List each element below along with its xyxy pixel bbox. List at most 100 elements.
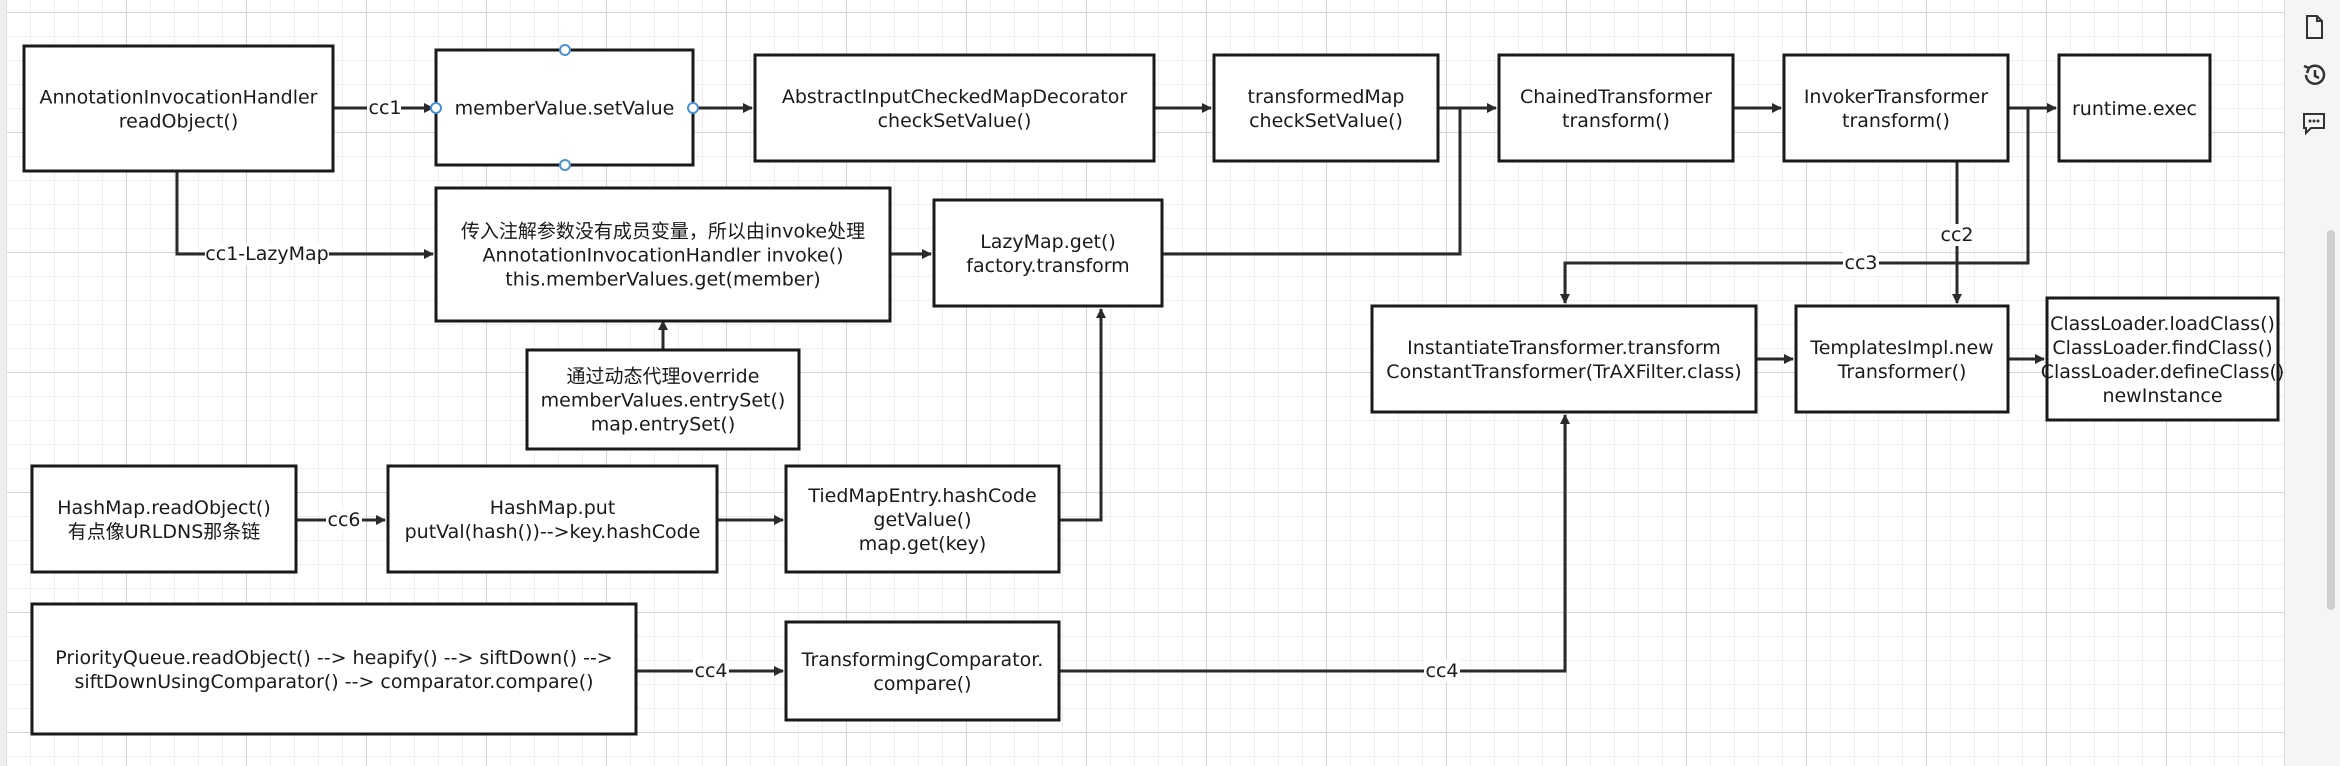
node-inst-line-1: ConstantTransformer(TrAXFilter.class)	[1386, 361, 1741, 383]
history-icon[interactable]	[2299, 60, 2329, 90]
node-lm-line-0: LazyMap.get()	[980, 231, 1116, 253]
node-pq[interactable]: PriorityQueue.readObject() --> heapify()…	[30, 602, 638, 736]
edge-tc-inst[interactable]	[1059, 414, 1570, 673]
node-aic-line-0: AbstractInputCheckedMapDecorator	[782, 86, 1127, 108]
edge-it-inst[interactable]	[1560, 108, 2030, 304]
node-hm-box	[30, 464, 298, 574]
resize-handle-top[interactable]	[559, 44, 571, 56]
node-cl-line-2: ClassLoader.defineClass()	[2041, 361, 2284, 383]
edge-labels-layer: cc1 cc1-LazyMap cc2 cc3 cc6 cc4 cc4	[205, 97, 1975, 682]
node-aic-line-1: checkSetValue()	[878, 110, 1032, 132]
node-aih-line-0: AnnotationInvocationHandler	[39, 87, 317, 109]
node-msv[interactable]: memberValue.setValue	[434, 48, 695, 167]
right-toolbar	[2284, 0, 2340, 766]
node-inst-line-0: InstantiateTransformer.transform	[1407, 337, 1721, 359]
node-tme-line-0: TiedMapEntry.hashCode	[807, 485, 1036, 507]
edge-label-cc6-text: cc6	[328, 509, 361, 531]
node-hmp-box	[386, 464, 719, 574]
node-dp-box	[525, 348, 801, 451]
node-ct-line-1: transform()	[1562, 110, 1670, 132]
node-aiv-line-0: 传入注解参数没有成员变量，所以由invoke处理	[461, 221, 865, 243]
node-tc-line-1: compare()	[873, 673, 971, 695]
edge-label-cc3-text: cc3	[1845, 252, 1878, 274]
node-tc-line-0: TransformingComparator.	[801, 649, 1044, 671]
node-it-line-1: transform()	[1842, 110, 1950, 132]
edge-label-cc2-text: cc2	[1941, 224, 1974, 246]
node-aiv-line-2: this.memberValues.get(member)	[505, 269, 820, 291]
node-tc-box	[784, 620, 1061, 722]
node-inst[interactable]: InstantiateTransformer.transformConstant…	[1370, 304, 1758, 414]
node-aiv-line-1: AnnotationInvocationHandler invoke()	[482, 245, 843, 267]
node-hm[interactable]: HashMap.readObject()有点像URLDNS那条链	[30, 464, 298, 574]
node-lm[interactable]: LazyMap.get()factory.transform	[932, 198, 1164, 308]
node-tpl-line-1: Transformer()	[1837, 361, 1967, 383]
node-cl[interactable]: ClassLoader.loadClass()ClassLoader.findC…	[2041, 296, 2284, 422]
page-icon[interactable]	[2299, 12, 2329, 42]
node-hmp-line-0: HashMap.put	[490, 497, 616, 519]
node-aih-box	[22, 44, 335, 173]
edge-label-cc1-lazymap-text: cc1-LazyMap	[205, 243, 328, 265]
node-ct-line-0: ChainedTransformer	[1520, 86, 1712, 108]
node-aih-line-1: readObject()	[119, 111, 239, 133]
comment-icon[interactable]	[2299, 108, 2329, 138]
node-dp[interactable]: 通过动态代理overridememberValues.entrySet()map…	[525, 348, 801, 451]
node-cl-line-1: ClassLoader.findClass()	[2052, 337, 2272, 359]
edge-label-cc3[interactable]: cc3	[1843, 252, 1879, 274]
node-msv-line-0: memberValue.setValue	[455, 98, 675, 120]
canvas-left-edge	[0, 0, 7, 766]
node-re[interactable]: runtime.exec	[2057, 53, 2212, 163]
node-tme-line-1: getValue()	[873, 509, 971, 531]
node-tme[interactable]: TiedMapEntry.hashCodegetValue()map.get(k…	[784, 464, 1061, 574]
node-tm-box	[1212, 53, 1440, 163]
node-it-line-0: InvokerTransformer	[1804, 86, 1989, 108]
node-dp-line-0: 通过动态代理override	[567, 366, 760, 388]
node-aiv-box	[434, 186, 892, 323]
resize-handle-bottom[interactable]	[559, 159, 571, 171]
node-ct-box	[1497, 53, 1735, 163]
node-aic[interactable]: AbstractInputCheckedMapDecoratorcheckSet…	[753, 53, 1156, 163]
resize-handle-right[interactable]	[687, 102, 699, 114]
node-it-box	[1782, 53, 2010, 163]
node-hmp-line-1: putVal(hash())-->key.hashCode	[405, 521, 701, 543]
node-pq-line-0: PriorityQueue.readObject() --> heapify()…	[55, 647, 612, 669]
node-lm-box	[932, 198, 1164, 308]
edge-label-cc4-a[interactable]: cc4	[693, 660, 729, 682]
node-hm-line-1: 有点像URLDNS那条链	[68, 521, 261, 543]
edge-aih-aiv[interactable]	[175, 171, 434, 259]
node-tme-line-2: map.get(key)	[859, 533, 987, 555]
node-tm-line-0: transformedMap	[1248, 86, 1405, 108]
node-tc[interactable]: TransformingComparator.compare()	[784, 620, 1061, 722]
edge-lm-ct[interactable]	[1162, 108, 1462, 256]
node-re-box	[2057, 53, 2212, 163]
node-tpl-line-0: TemplatesImpl.new	[1809, 337, 1993, 359]
edge-label-cc4-b[interactable]: cc4	[1424, 660, 1460, 682]
edge-label-cc1-lazymap[interactable]: cc1-LazyMap	[205, 243, 329, 265]
resize-handle-left[interactable]	[430, 102, 442, 114]
node-pq-box	[30, 602, 638, 736]
node-lm-line-1: factory.transform	[966, 255, 1129, 277]
edge-label-cc2[interactable]: cc2	[1939, 224, 1975, 246]
node-cl-box	[2045, 296, 2280, 422]
selection-handles	[430, 44, 699, 171]
edge-label-cc1-text: cc1	[369, 97, 402, 119]
edge-label-cc6[interactable]: cc6	[326, 509, 362, 531]
edge-label-cc4-a-text: cc4	[695, 660, 728, 682]
node-hm-line-0: HashMap.readObject()	[57, 497, 271, 519]
node-cl-line-3: newInstance	[2102, 385, 2222, 407]
edge-label-cc4-b-text: cc4	[1426, 660, 1459, 682]
node-aiv[interactable]: 传入注解参数没有成员变量，所以由invoke处理AnnotationInvoca…	[434, 186, 892, 323]
node-cl-line-0: ClassLoader.loadClass()	[2050, 313, 2275, 335]
node-re-line-0: runtime.exec	[2072, 98, 2197, 120]
edge-label-cc1[interactable]: cc1	[367, 97, 401, 119]
node-tm-line-1: checkSetValue()	[1249, 110, 1403, 132]
node-dp-line-1: memberValues.entrySet()	[541, 390, 786, 412]
vertical-scrollbar[interactable]	[2327, 230, 2335, 610]
edge-tme-lm[interactable]	[1059, 308, 1106, 522]
